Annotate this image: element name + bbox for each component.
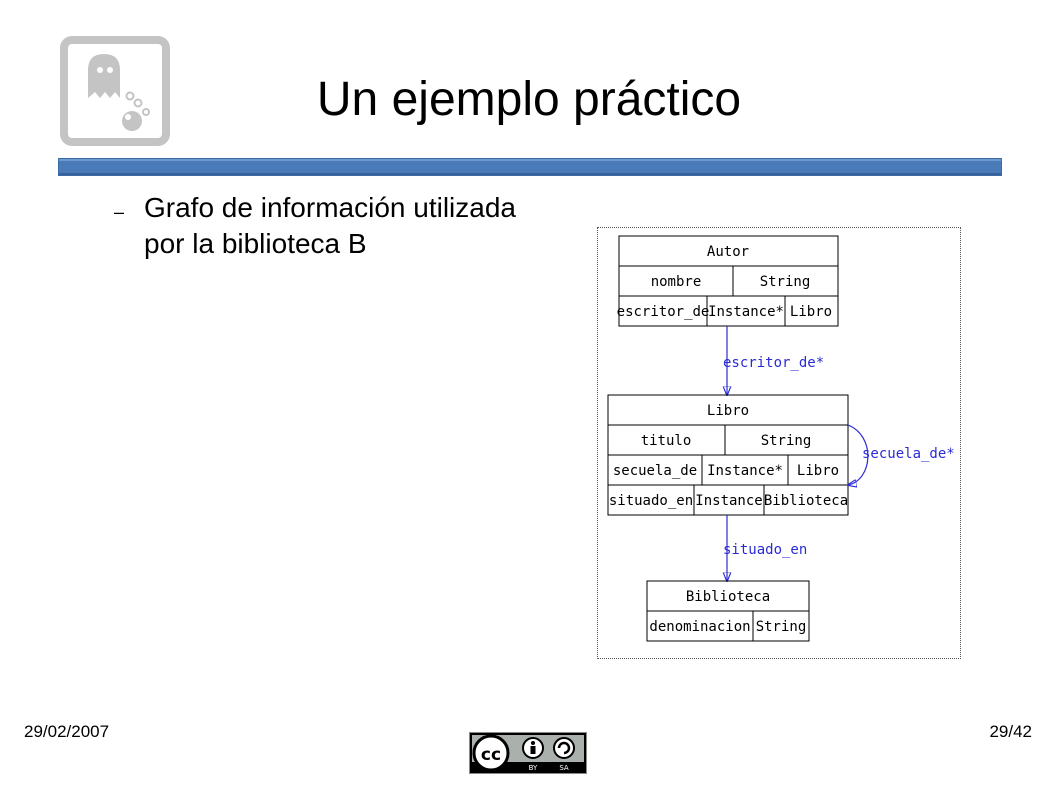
cc-by-label: BY (529, 764, 538, 772)
edge-situado-en-label: situado_en (723, 542, 807, 558)
libro-attr-name: titulo (641, 433, 692, 449)
biblioteca-attr-name: denominacion (649, 619, 750, 635)
title-underline-bar (58, 158, 1002, 176)
autor-attr-type: String (760, 274, 811, 290)
footer-date: 29/02/2007 (24, 722, 110, 741)
autor-attr-name: nombre (651, 274, 702, 290)
libro-attr-type: String (761, 433, 812, 449)
libro-rel2-name: situado_en (609, 493, 693, 509)
autor-rel-type: Instance* (708, 304, 784, 320)
class-autor-name: Autor (707, 244, 749, 260)
svg-text:cc: cc (481, 745, 501, 765)
libro-rel1-target: Libro (797, 463, 839, 479)
edge-secuela-de (848, 424, 869, 485)
edge-escritor-de-label: escritor_de* (723, 355, 824, 371)
cc-sa-label: SA (559, 764, 569, 772)
edge-secuela-de-label: secuela_de* (862, 446, 955, 462)
bullet-text: Grafo de información utilizada por la bi… (144, 192, 516, 259)
footer-page-number: 29/42 (989, 722, 1032, 741)
autor-rel-name: escritor_de (617, 304, 710, 320)
libro-rel2-type: Instance (695, 493, 762, 509)
class-autor (618, 235, 839, 327)
libro-rel1-name: secuela_de (613, 463, 697, 479)
slide-title: Un ejemplo práctico (316, 73, 742, 126)
biblioteca-attr-type: String (756, 619, 807, 635)
class-biblioteca-name: Biblioteca (686, 589, 770, 605)
autor-rel-target: Libro (790, 304, 832, 320)
class-graph-svg: Autor nombre String escritor_de Instance… (607, 235, 955, 642)
class-libro-name: Libro (707, 403, 749, 419)
class-biblioteca (646, 580, 810, 642)
cc-by-sa-license-icon: cc BY SA (469, 732, 587, 774)
class-libro (607, 394, 849, 516)
ghost-logo-icon (60, 36, 170, 146)
bullet-marker: – (114, 202, 125, 222)
libro-rel2-target: Biblioteca (764, 493, 848, 509)
class-graph-diagram: Autor nombre String escritor_de Instance… (597, 227, 961, 659)
libro-rel1-type: Instance* (707, 463, 783, 479)
bullet-item: – Grafo de información utilizada por la … (114, 190, 534, 262)
